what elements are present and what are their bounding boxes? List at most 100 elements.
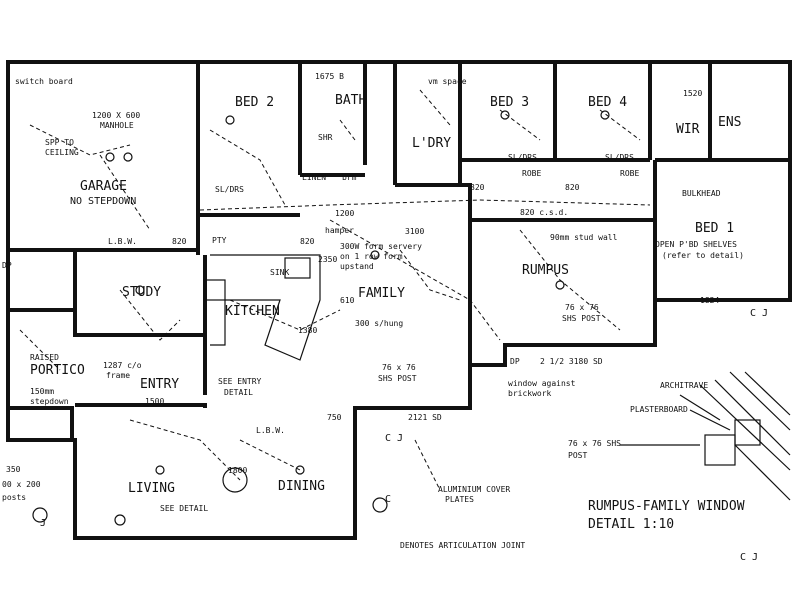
label-frame-2: frame	[106, 371, 130, 380]
label-cj-4: C	[385, 494, 391, 505]
label-architrave: ARCHITRAVE	[660, 381, 708, 390]
label-shs-family-1: 76 x 76	[382, 363, 416, 372]
label-1380: 1380	[298, 326, 317, 335]
label-bed1-note-2: (refer to detail)	[662, 251, 744, 260]
label-lbw-living: L.B.W.	[256, 426, 285, 435]
label-manhole-size: 1200 X 600	[92, 111, 140, 120]
label-820d: 820	[470, 183, 485, 192]
internal-walls	[6, 62, 790, 442]
room-bed-2: BED 2	[235, 95, 274, 110]
label-820a: 820	[172, 237, 187, 246]
detail-title-2: DETAIL 1:10	[588, 517, 674, 532]
label-entry-detail-2: DETAIL	[224, 388, 253, 397]
label-750: 750	[327, 413, 342, 422]
label-610: 610	[340, 296, 355, 305]
label-shs-family-2: SHS POST	[378, 374, 417, 383]
label-bed1-note-1: OPEN P'BD SHELVES	[655, 240, 737, 249]
label-3100: 3100	[405, 227, 424, 236]
label-stepdown-2: stepdown	[30, 397, 69, 406]
label-sl-drs-bed2: SL/DRS	[215, 185, 244, 194]
label-1200-top: 1200	[335, 209, 354, 218]
label-spp-1: SPP TO	[45, 138, 74, 147]
label-robe-bed3: ROBE	[522, 169, 541, 178]
room-ens: ENS	[718, 115, 741, 130]
label-1824: 1824	[700, 296, 719, 305]
garage-note: NO STEPDOWN	[70, 196, 136, 207]
room-bed-3: BED 3	[490, 95, 529, 110]
label-posts-1: 350	[6, 465, 21, 474]
label-sd-dim: 2 1/2 3180 SD	[540, 357, 603, 366]
label-window-note-2: brickwork	[508, 389, 552, 398]
label-vm-space: vm space	[428, 77, 467, 86]
room-entry: ENTRY	[140, 377, 179, 392]
label-switchboard: switch board	[15, 77, 73, 86]
light-fixtures	[32, 110, 610, 526]
room-garage: GARAGE	[80, 179, 127, 194]
label-posts-3: posts	[2, 493, 26, 502]
label-brm: brm	[342, 173, 357, 182]
label-cj-5: J	[40, 518, 46, 529]
label-shs-detail-1: 76 x 76 SHS	[568, 439, 621, 448]
label-2350: 2350	[318, 255, 337, 264]
label-see-detail: SEE DETAIL	[160, 504, 208, 513]
room-rumpus: RUMPUS	[522, 263, 569, 278]
room-portico-line1: RAISED	[30, 353, 59, 362]
window-detail-drawing	[620, 371, 791, 501]
label-lbw-garage: L.B.W.	[108, 237, 137, 246]
outer-walls	[6, 60, 792, 540]
room-dining: DINING	[278, 479, 325, 494]
kitchen-bench	[204, 254, 321, 361]
label-dp-mid: DP	[510, 357, 520, 366]
label-servery-3: upstand	[340, 262, 374, 271]
label-hamper-top: hamper	[325, 226, 354, 235]
label-stud-wall: 90mm stud wall	[550, 233, 618, 242]
label-alum-1: ALUMINIUM COVER	[438, 485, 510, 494]
room-living: LIVING	[128, 481, 175, 496]
label-plasterboard: PLASTERBOARD	[630, 405, 688, 414]
electrical-dashed-lines	[19, 89, 651, 491]
label-cj-2: C J	[385, 433, 403, 444]
label-linen: LINEN	[302, 173, 326, 182]
room-bed-4: BED 4	[588, 95, 627, 110]
label-servery-1: 300W form servery	[340, 242, 422, 251]
label-robe-bed4: ROBE	[620, 169, 639, 178]
label-2121: 2121 SD	[408, 413, 442, 422]
label-entry-detail-1: SEE ENTRY	[218, 377, 262, 386]
label-sink: SINK	[270, 268, 289, 277]
label-stepdown-1: 150mm	[30, 387, 54, 396]
label-1520: 1520	[683, 89, 702, 98]
label-1500: 1500	[145, 397, 164, 406]
room-laundry: L'DRY	[412, 136, 451, 151]
label-servery-2: on 1 row form	[340, 252, 403, 261]
label-shr: SHR	[318, 133, 333, 142]
label-cj-3: C J	[740, 552, 758, 563]
label-shs-rumpus-2: SHS POST	[562, 314, 601, 323]
label-sl-drs-bed3: SL/DRS	[508, 153, 537, 162]
label-820-csd: 820 c.s.d.	[520, 208, 568, 217]
label-1800: 1800	[228, 466, 247, 475]
label-frame-1: 1287 c/o	[103, 361, 142, 370]
label-cj-1: C J	[750, 308, 768, 319]
detail-title-1: RUMPUS-FAMILY WINDOW	[588, 499, 745, 514]
label-shs-rumpus-1: 76 x 76	[565, 303, 599, 312]
label-manhole: MANHOLE	[100, 121, 134, 130]
label-dp-top: DP	[2, 261, 12, 270]
label-shs-detail-2: POST	[568, 451, 587, 460]
label-articulation-joint: DENOTES ARTICULATION JOINT	[400, 541, 525, 550]
room-study: STUDY	[122, 285, 161, 300]
label-bath-1675: 1675 B	[315, 72, 344, 81]
room-kitchen: KITCHEN	[225, 304, 280, 319]
label-820c: 820	[300, 237, 315, 246]
room-bed-1: BED 1	[695, 221, 734, 236]
label-bulkhead: BULKHEAD	[682, 189, 721, 198]
label-300-shung: 300 s/hung	[355, 319, 403, 328]
label-alum-2: PLATES	[445, 495, 474, 504]
label-pty: PTY	[212, 236, 227, 245]
label-window-note-1: window against	[508, 379, 576, 388]
label-spp-2: CEILING	[45, 148, 79, 157]
label-820b: 820	[565, 183, 580, 192]
room-wir: WIR	[676, 122, 700, 137]
label-posts-2: 00 x 200	[2, 480, 41, 489]
room-portico: PORTICO	[30, 363, 85, 378]
